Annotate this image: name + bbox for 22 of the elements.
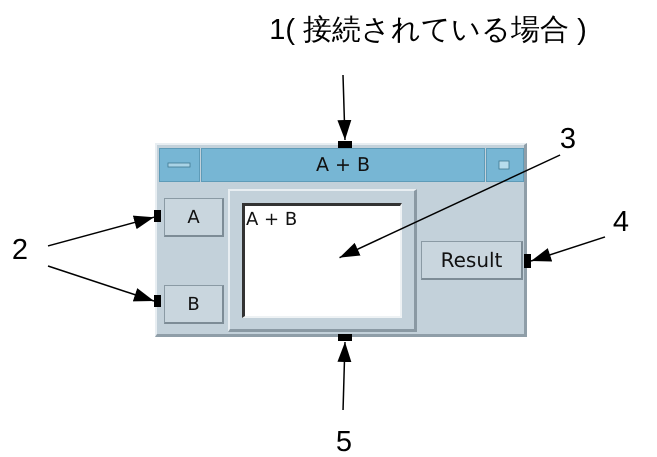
callout-text: 1( 接続されている場合 ) — [228, 12, 628, 48]
leader-arrow — [48, 265, 154, 302]
callout-number: 2 — [8, 233, 32, 267]
title-bar: A + B — [201, 148, 485, 182]
leader-arrow — [337, 342, 352, 410]
formula-box — [228, 189, 417, 332]
leader-arrow — [337, 74, 352, 140]
connector-pin — [338, 334, 352, 341]
callout-number: 4 — [609, 205, 633, 239]
callout-number: 5 — [332, 425, 356, 457]
leader-arrow — [339, 154, 560, 258]
input-terminal: A — [164, 198, 224, 237]
connector-pin — [338, 141, 352, 148]
leader-arrow — [48, 216, 154, 247]
output-terminal: Result — [421, 241, 523, 280]
connector-pin — [154, 295, 161, 307]
expression-field: A + B — [242, 203, 402, 318]
connector-pin — [154, 210, 161, 222]
input-terminal: B — [164, 285, 224, 324]
callout-number: 3 — [556, 122, 580, 156]
leader-arrow — [530, 236, 606, 262]
connector-pin — [524, 254, 531, 268]
